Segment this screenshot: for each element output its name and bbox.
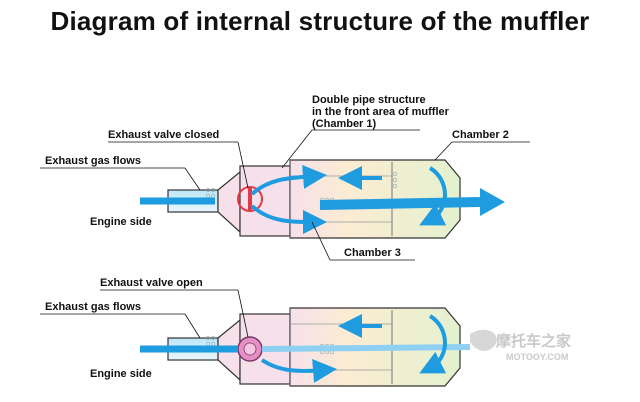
flow-arrow-straight-bottom [261,344,471,352]
watermark-logo-text: 摩托车之家 [496,332,571,350]
flow-arrow-lower-bottom [260,358,337,383]
label-double-pipe-2: in the front area of muffler [312,106,450,118]
diagram-title: Diagram of internal structure of the muf… [50,6,590,36]
watermark: 摩托车之家 MOTOOY.COM [470,329,571,362]
flow-arrow-back-bottom [419,314,447,374]
label-double-pipe-1: Double pipe structure [312,94,426,106]
leaders-top [40,129,530,261]
label-chamber3: Chamber 3 [344,247,401,259]
muffler-top [40,129,530,261]
flow-arrow-loop-top-a [250,164,327,196]
watermark-swoosh-icon [470,329,497,351]
leaders-bottom [40,289,249,339]
label-double-pipe-3: (Chamber 1) [312,118,377,130]
label-chamber2: Chamber 2 [452,129,509,141]
chamber1-top [239,165,291,237]
outlet-arrowhead-top [480,188,505,216]
inlet-taper-top [217,170,241,234]
label-engine-side-bottom: Engine side [90,368,152,380]
watermark-url-text: MOTOOY.COM [506,352,568,362]
flow-arrow-loop-top-b [250,204,327,234]
label-valve-closed: Exhaust valve closed [108,129,219,141]
label-gas-flow-top: Exhaust gas flows [45,155,141,167]
muffler-bottom [40,289,471,387]
flow-arrow-outlet-top [319,197,481,210]
flow-arrow-back-top [419,166,447,226]
label-gas-flow-bottom: Exhaust gas flows [45,301,141,313]
label-valve-open: Exhaust valve open [100,277,203,289]
label-engine-side-top: Engine side [90,216,152,228]
